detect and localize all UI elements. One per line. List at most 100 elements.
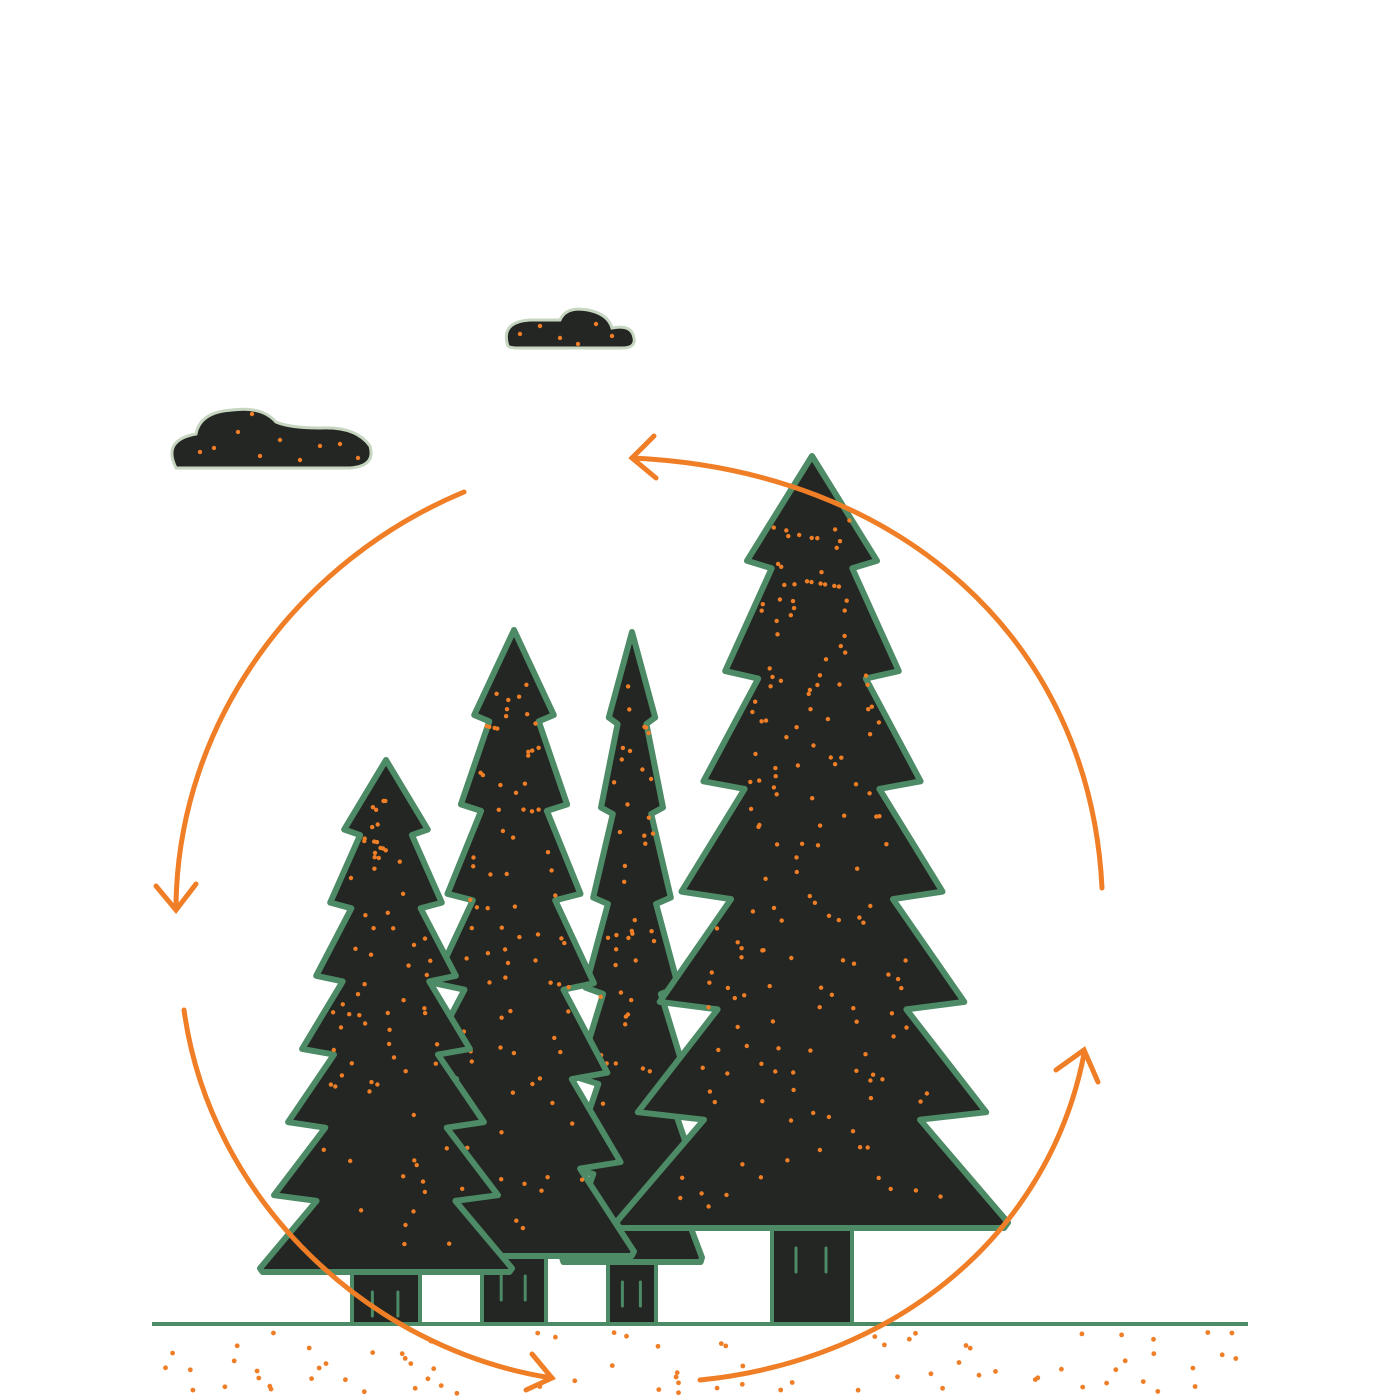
- tree-dot: [524, 682, 529, 687]
- tree-dot: [706, 1005, 711, 1010]
- tree-dot: [770, 674, 775, 680]
- tree-dot: [725, 985, 731, 991]
- tree-dot: [867, 732, 873, 737]
- tree-dot: [774, 618, 779, 624]
- tree-dot: [562, 940, 567, 946]
- tree-dot: [367, 1089, 372, 1094]
- tree-dot: [771, 905, 777, 911]
- tree-dot: [836, 584, 842, 589]
- ground-dot: [789, 1380, 795, 1385]
- tree-dot: [373, 807, 379, 812]
- tree-dot: [889, 1011, 895, 1016]
- tree-dot: [471, 855, 476, 860]
- arrow-top-right-icon: [629, 455, 1105, 891]
- tree-dot: [566, 985, 571, 990]
- tree-dot: [376, 855, 381, 861]
- tree-dot: [799, 841, 805, 846]
- tree-dot: [535, 932, 541, 937]
- tree-dot: [842, 813, 847, 818]
- tree-dot: [807, 893, 812, 899]
- ground-dot: [906, 1336, 912, 1342]
- cloud-dot: [317, 443, 323, 449]
- tree-dot: [508, 1008, 513, 1014]
- ground-dot: [882, 1342, 887, 1348]
- tree-dot: [784, 528, 789, 533]
- tree-dot: [646, 730, 651, 736]
- ground-dot: [718, 1341, 724, 1346]
- ground-dot: [1192, 1384, 1198, 1389]
- tree-dot: [401, 1174, 406, 1179]
- tree-dot: [815, 682, 820, 688]
- ground-dot: [187, 1367, 193, 1373]
- ground-dot: [609, 1363, 615, 1368]
- cloud-large-icon: [170, 407, 373, 470]
- tree-dot: [512, 904, 518, 909]
- tree-dot: [412, 1158, 417, 1163]
- tree-dot: [895, 976, 901, 982]
- tree-dot: [502, 947, 508, 952]
- tree-dot: [768, 684, 773, 689]
- tree-dot: [773, 1069, 778, 1074]
- tree-dot: [832, 527, 838, 532]
- arrowhead-top-icon: [628, 433, 659, 481]
- tree-dot: [650, 831, 656, 836]
- tree-dot: [806, 691, 811, 697]
- tree-dot: [797, 532, 802, 538]
- tree-dot: [759, 719, 764, 724]
- tree-dot: [869, 704, 874, 709]
- ground-dot: [431, 1366, 437, 1372]
- tree-dot: [815, 536, 820, 541]
- tree-dot: [811, 743, 816, 748]
- tree-dot: [832, 762, 838, 767]
- tree-dot: [633, 958, 638, 963]
- tree-dot: [401, 998, 406, 1003]
- tree-dot: [478, 770, 483, 775]
- tree-dot: [537, 1076, 543, 1081]
- tree-dot: [414, 1162, 419, 1168]
- cloud-dot: [593, 321, 599, 327]
- tree-dot: [629, 928, 634, 934]
- tree-dot: [469, 925, 474, 931]
- tree-dot: [938, 1194, 943, 1199]
- tree-dot: [877, 814, 882, 819]
- cloud-dot: [537, 323, 543, 329]
- tree-dot: [328, 1082, 334, 1087]
- tree-dot: [348, 875, 354, 881]
- ground-dot: [739, 1381, 745, 1387]
- ground-dot: [343, 1377, 348, 1383]
- tree-dot: [778, 678, 784, 683]
- cloud-dot: [557, 335, 563, 341]
- tree-dot: [347, 1012, 352, 1017]
- tree-dot: [810, 796, 815, 801]
- ground-dot: [412, 1385, 418, 1391]
- tree-dot: [773, 774, 778, 779]
- tree-dot: [744, 1043, 749, 1049]
- tree-dot: [487, 980, 492, 985]
- tree-dot: [522, 781, 528, 786]
- tree-dot: [817, 1005, 822, 1010]
- tree-dot: [369, 1079, 374, 1085]
- tree-dot: [464, 956, 469, 961]
- tree-dot: [709, 970, 714, 975]
- ground-dot: [740, 1363, 746, 1369]
- tree-dot: [338, 1025, 344, 1030]
- tree-crown: [613, 453, 1011, 1231]
- tree-dot: [363, 913, 368, 918]
- tree-dot: [505, 960, 511, 966]
- tree-dot: [526, 749, 531, 754]
- tree-dot: [545, 1175, 550, 1180]
- ground-dot: [1151, 1336, 1156, 1342]
- tree-dot: [632, 917, 637, 923]
- tree-dot: [556, 982, 562, 987]
- ground-dot: [370, 1350, 376, 1355]
- tree-dot: [779, 918, 784, 923]
- tree-dot: [625, 802, 630, 807]
- tree-dot: [545, 850, 551, 855]
- ground-dot: [1079, 1331, 1085, 1337]
- tree-dot: [774, 842, 780, 847]
- tree-dot: [424, 972, 429, 978]
- ground-dot: [309, 1376, 314, 1381]
- tree-dot: [763, 718, 769, 723]
- tree-dot: [817, 823, 823, 828]
- tree-dot: [775, 561, 781, 567]
